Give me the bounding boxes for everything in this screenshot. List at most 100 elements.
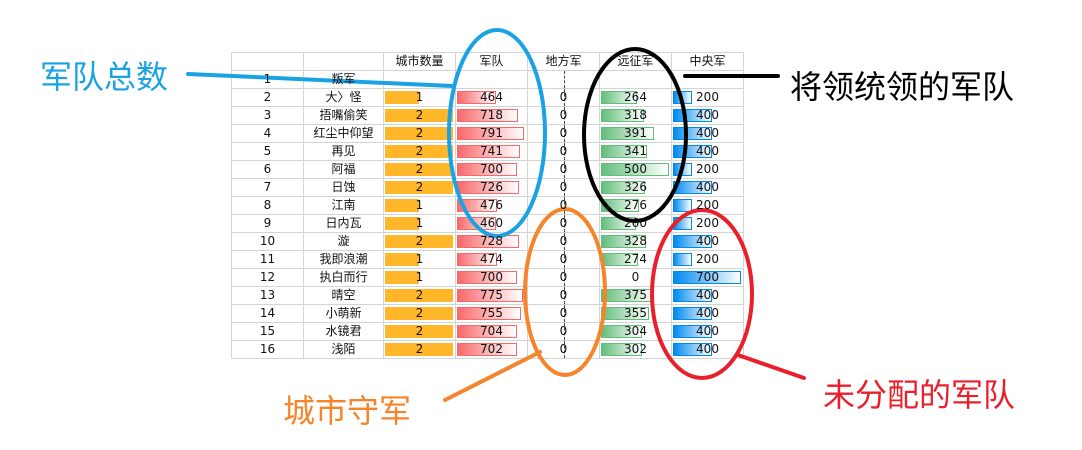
cell-central[interactable]: 200 [671,214,744,233]
cell-value: 晴空 [331,288,356,302]
cell-exp[interactable]: 302 [599,340,672,359]
army-data-bar [457,343,517,356]
cell-value: 执白而行 [319,270,368,284]
cell-idx[interactable]: 16 [231,340,304,359]
cell-name[interactable]: 日内瓦 [303,214,384,233]
cell-army[interactable]: 702 [455,340,528,359]
local-bar-axis [563,107,565,124]
cell-cities[interactable]: 2 [383,106,456,125]
unassigned-army-label: 未分配的军队 [823,376,1016,414]
cell-exp[interactable]: 260 [599,214,672,233]
cell-cities[interactable]: 2 [383,322,456,341]
cell-value: 0 [559,288,568,302]
cell-value: 0 [559,324,568,338]
cities-data-bar [385,325,453,338]
local-bar-axis [563,269,565,286]
cell-idx[interactable]: 13 [231,286,304,305]
army-data-bar [457,145,520,158]
cell-central[interactable]: 200 [671,88,744,107]
cell-exp[interactable]: 391 [599,124,672,143]
cell-value: 红尘中仰望 [313,126,374,140]
cell-name[interactable]: 我即浪潮 [303,250,384,269]
cell-value: 400 [696,180,719,194]
cell-central[interactable]: 200 [671,250,744,269]
cell-name[interactable]: 浅陌 [303,340,384,359]
cell-central[interactable]: 400 [671,340,744,359]
cell-value: 2 [415,288,424,302]
central-data-bar [673,199,692,212]
cell-cities[interactable]: 1 [383,214,456,233]
cell-value: 474 [480,252,503,266]
cell-value: 200 [696,216,719,230]
header-cell[interactable]: 城市数量 [383,52,456,71]
cell-central[interactable]: 400 [671,322,744,341]
local-bar-axis [563,323,565,340]
cell-exp[interactable]: 264 [599,88,672,107]
cell-idx[interactable]: 14 [231,304,304,323]
local-bar-axis [563,71,565,88]
central-data-bar [673,127,712,140]
cell-value: 再见 [331,144,356,158]
cell-exp[interactable]: 304 [599,322,672,341]
cell-army[interactable]: 700 [455,160,528,179]
cell-value: 355 [624,306,647,320]
cell-cities[interactable]: 2 [383,142,456,161]
cell-central[interactable]: 700 [671,268,744,287]
cell-army[interactable]: 704 [455,322,528,341]
cell-value: 274 [624,252,647,266]
cell-cities[interactable]: 2 [383,304,456,323]
cell-value: 0 [559,252,568,266]
cell-name[interactable]: 红尘中仰望 [303,124,384,143]
city-garrison-circle [523,207,607,377]
cell-value: 6 [263,162,272,176]
cell-army[interactable]: 718 [455,106,528,125]
cell-cities[interactable]: 2 [383,340,456,359]
cell-exp[interactable]: 318 [599,106,672,125]
cell-value: 2 [415,342,424,356]
cell-value: 264 [624,90,647,104]
cell-value: 302 [624,342,647,356]
cell-army[interactable]: 464 [455,88,528,107]
cell-army[interactable]: 728 [455,232,528,251]
cell-value: 3 [263,108,272,122]
header-cell[interactable]: 中央军 [671,52,744,71]
cell-value: 叛军 [331,72,356,86]
cell-army[interactable]: 755 [455,304,528,323]
cell-value: 0 [559,126,568,140]
cell-value: 400 [696,234,719,248]
cell-value: 304 [624,324,647,338]
cities-data-bar [385,289,453,302]
cell-value: 276 [624,198,647,212]
cell-name[interactable]: 漩 [303,232,384,251]
cell-army[interactable]: 700 [455,268,528,287]
cell-name[interactable]: 大〉怪 [303,88,384,107]
cell-name[interactable]: 捂嘴偷笑 [303,106,384,125]
cell-central[interactable]: 400 [671,106,744,125]
cell-cities[interactable]: 1 [383,268,456,287]
cell-local[interactable]: 0 [527,340,600,359]
army-total-circle [447,28,547,238]
local-bar-axis [563,215,565,232]
cell-exp[interactable]: 326 [599,178,672,197]
cell-army[interactable]: 474 [455,250,528,269]
cell-value: 12 [259,270,276,284]
cell-name[interactable]: 水镜君 [303,322,384,341]
army-data-bar [457,199,497,212]
cell-idx[interactable]: 10 [231,232,304,251]
cities-data-bar [385,181,453,194]
generals-army-label: 将领统领的军队 [790,68,1015,106]
header-cell[interactable]: 远征军 [599,52,672,71]
cell-central[interactable]: 400 [671,304,744,323]
cell-cities[interactable]: 2 [383,160,456,179]
cell-exp[interactable]: 500 [599,160,672,179]
cell-cities[interactable]: 2 [383,232,456,251]
cell-central[interactable]: 400 [671,124,744,143]
cell-central[interactable]: 200 [671,160,744,179]
cell-value: 日蚀 [331,180,356,194]
cell-army[interactable]: 775 [455,286,528,305]
